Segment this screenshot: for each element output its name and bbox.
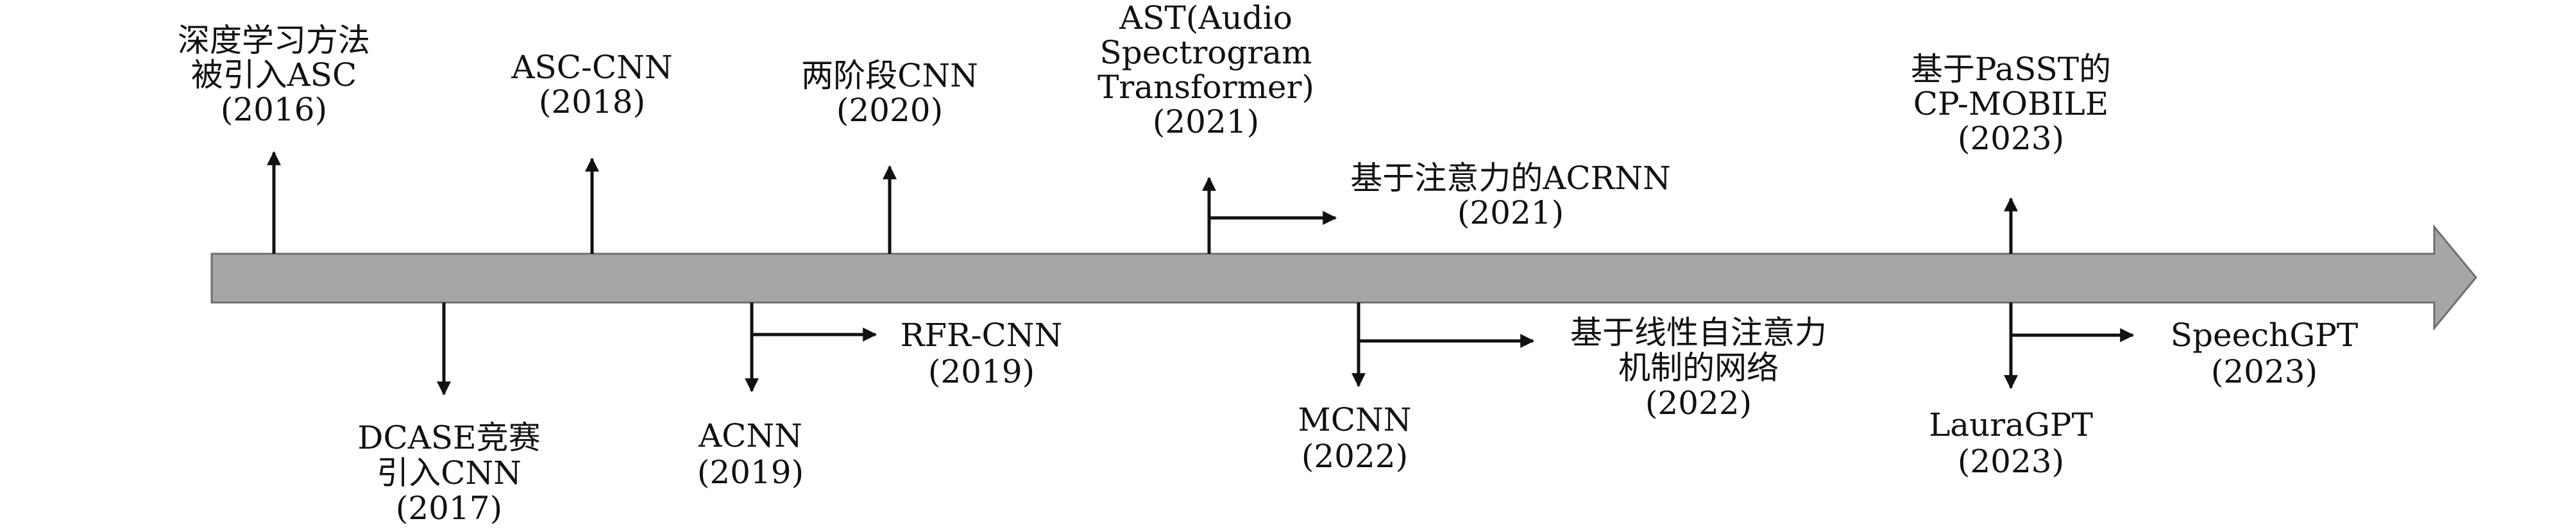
event-label-acnn: ACNN(2019): [697, 417, 804, 491]
event-label-line: RFR-CNN: [901, 317, 1063, 354]
event-labels: 深度学习方法被引入ASC(2016)ASC-CNN(2018)两阶段CNN(20…: [178, 0, 2358, 527]
event-label-line: Spectrogram: [1099, 34, 1312, 71]
event-label-line: ACNN: [698, 417, 802, 454]
connectors: [267, 151, 2135, 396]
event-label-dl-asc: 深度学习方法被引入ASC(2016): [178, 22, 370, 128]
event-label-line: Transformer): [1097, 69, 1314, 106]
event-label-line: (2023): [2211, 353, 2318, 390]
event-label-line: (2017): [396, 490, 502, 527]
event-label-line: LauraGPT: [1929, 406, 2093, 443]
event-label-line: DCASE竞赛: [357, 419, 540, 456]
event-label-line: (2016): [221, 91, 327, 128]
event-label-lauragpt: LauraGPT(2023): [1929, 406, 2093, 480]
event-label-line: (2021): [1153, 103, 1259, 140]
event-label-line: 机制的网络: [1618, 349, 1779, 386]
event-label-line: 被引入ASC: [191, 56, 357, 94]
event-label-line: AST(Audio: [1119, 0, 1292, 37]
event-label-line: 深度学习方法: [178, 22, 370, 59]
event-label-line: 基于PaSST的: [1911, 51, 2111, 88]
event-label-line: MCNN: [1298, 401, 1412, 438]
event-label-line: 引入CNN: [377, 454, 521, 492]
event-label-line: CP-MOBILE: [1913, 85, 2108, 122]
event-label-asc-cnn: ASC-CNN(2018): [511, 49, 672, 120]
event-label-line: (2018): [539, 83, 645, 120]
event-label-line: SpeechGPT: [2171, 317, 2359, 354]
event-label-line: (2023): [1958, 120, 2064, 157]
event-label-attention-acrnn: 基于注意力的ACRNN(2021): [1350, 160, 1671, 231]
event-label-line: (2022): [1645, 385, 1752, 422]
event-label-rfr-cnn: RFR-CNN(2019): [901, 317, 1063, 390]
event-label-line: 基于注意力的ACRNN: [1350, 160, 1671, 197]
event-label-mcnn: MCNN(2022): [1298, 401, 1412, 475]
event-label-speechgpt: SpeechGPT(2023): [2171, 317, 2359, 390]
event-label-line: (2020): [836, 92, 943, 129]
event-label-line: (2019): [928, 353, 1035, 390]
event-label-line: (2022): [1301, 438, 1408, 475]
event-label-line: (2019): [697, 454, 804, 491]
event-label-line: (2021): [1457, 194, 1564, 231]
event-label-linear-attention-net: 基于线性自注意力机制的网络(2022): [1570, 314, 1827, 422]
event-label-line: 两阶段CNN: [801, 57, 978, 94]
timeline-arrow: [210, 224, 2477, 331]
event-label-dcase-cnn: DCASE竞赛引入CNN(2017): [357, 419, 540, 527]
event-label-line: 基于线性自注意力: [1570, 314, 1827, 351]
event-label-two-stage-cnn: 两阶段CNN(2020): [801, 57, 978, 129]
event-label-line: ASC-CNN: [511, 49, 672, 86]
event-label-line: (2023): [1958, 443, 2064, 480]
